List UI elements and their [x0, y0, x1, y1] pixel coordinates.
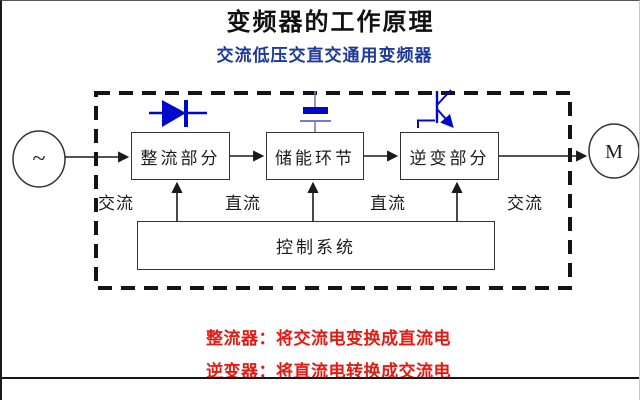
note-inverter: 逆变器：将直流电转换成交流电 [206, 362, 451, 381]
control-system-block: 控制系统 [137, 221, 495, 270]
rectifier-block-label: 整流部分 [140, 148, 221, 168]
flow-label-ac-in: 交流 [98, 194, 134, 213]
flow-label-ac-out: 交流 [507, 194, 543, 213]
converter-boundary-dashed-box [94, 91, 572, 290]
motor-circle [588, 123, 639, 179]
note-rectifier: 整流器：将交流电变换成直流电 [206, 329, 451, 348]
page-subtitle: 交流低压交直交通用变频器 [216, 46, 433, 65]
motor-symbol: M [605, 141, 623, 163]
inverter-block: 逆变部分 [400, 132, 499, 180]
storage-block-label: 储能环节 [275, 148, 355, 168]
ac-source-symbol: ~ [33, 146, 46, 172]
page-title: 变频器的工作原理 [226, 9, 435, 36]
igbt-icon [417, 89, 454, 128]
control-system-label: 控制系统 [276, 238, 356, 257]
bottom-divider [2, 377, 639, 379]
rectifier-block: 整流部分 [131, 132, 230, 180]
capacitor-icon [300, 91, 331, 133]
storage-block: 储能环节 [266, 132, 364, 180]
ac-source-circle [12, 130, 66, 188]
inverter-block-label: 逆变部分 [409, 148, 490, 168]
flow-label-dc-1: 直流 [225, 194, 261, 213]
diode-icon [149, 100, 207, 127]
flow-label-dc-2: 直流 [370, 194, 406, 213]
